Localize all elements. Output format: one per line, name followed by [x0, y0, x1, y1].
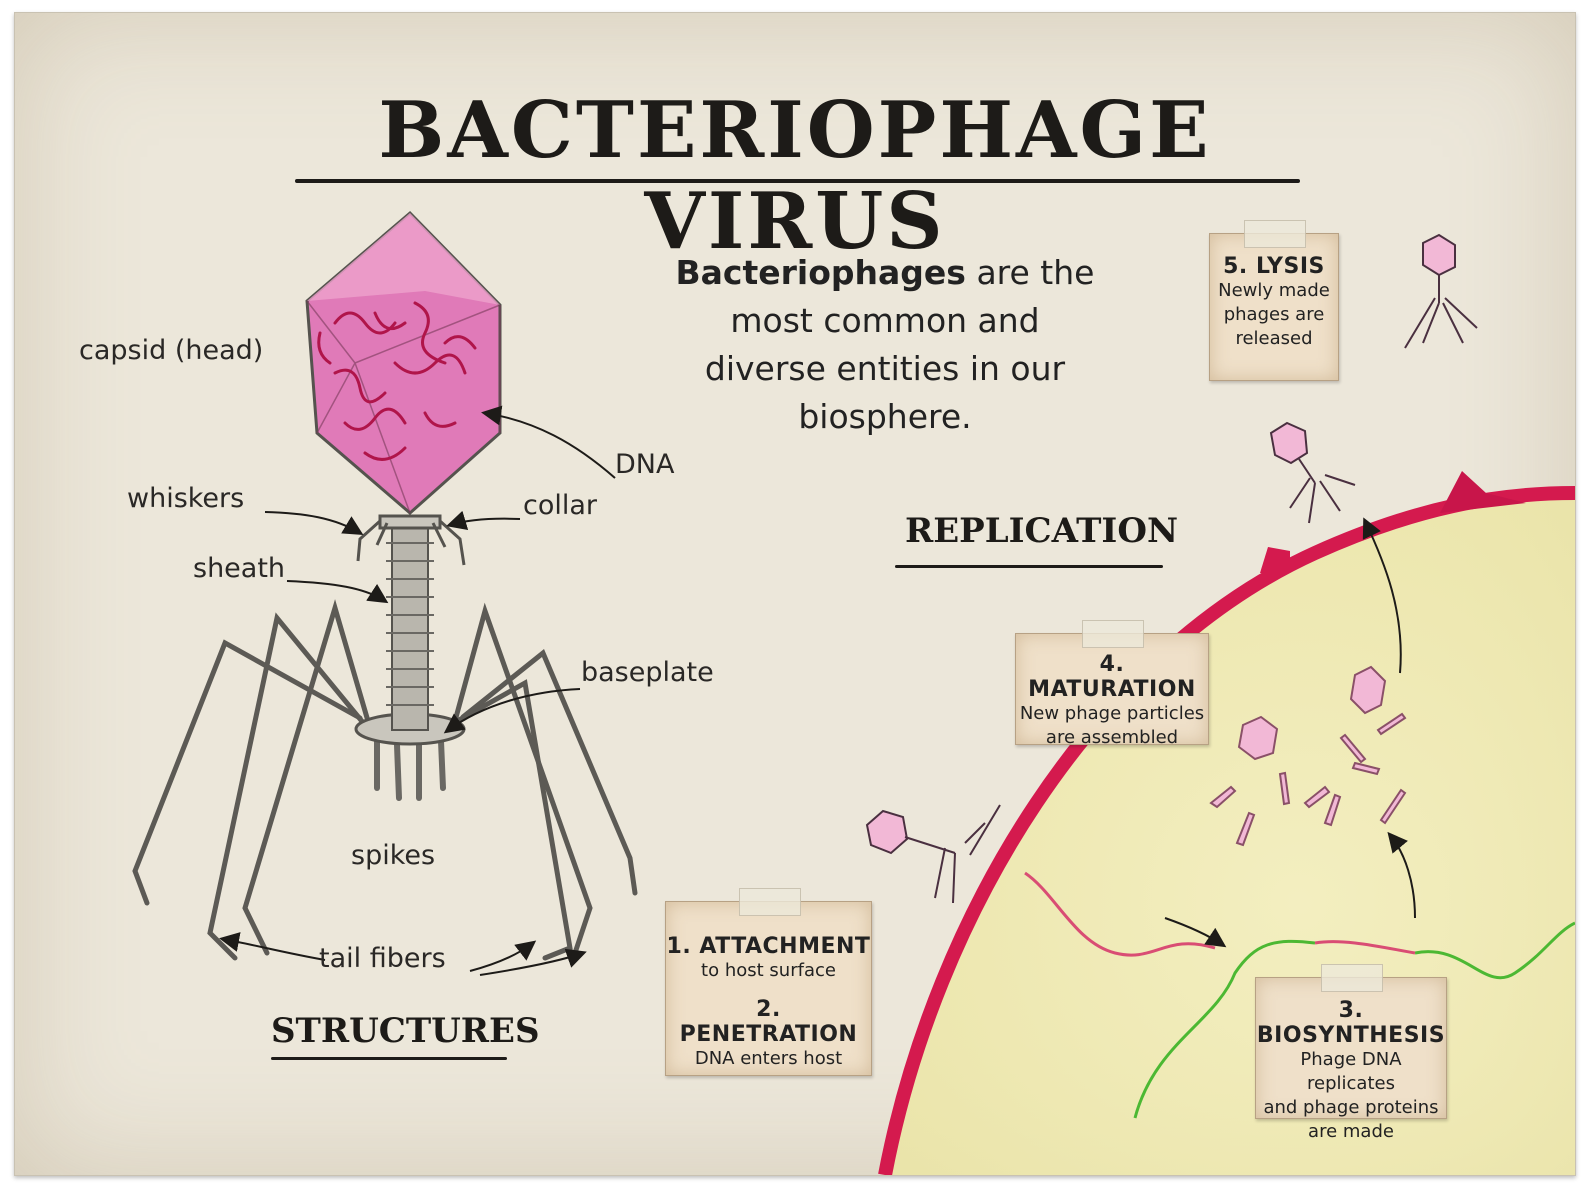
label-collar: collar: [523, 490, 598, 521]
label-spikes: spikes: [351, 840, 436, 871]
step-lysis-line2: phages are: [1223, 304, 1325, 325]
label-capsid: capsid (head): [79, 335, 264, 366]
replication-heading: REPLICATION: [905, 511, 1179, 551]
arrow-to-biosynthesis: [1164, 917, 1227, 948]
arrow-to-lysis: [1362, 517, 1402, 674]
step-lysis-line1: Newly made: [1218, 280, 1330, 301]
capsid-dna-squiggles: [317, 301, 477, 461]
step-lysis-line3: released: [1235, 328, 1313, 349]
label-tail-fibers: tail fibers: [319, 943, 446, 974]
released-phage-1: [1269, 421, 1356, 524]
viral-dna-integrated: [1314, 940, 1416, 955]
note-attachment-penetration: 1. ATTACHMENT to host surface 2. PENETRA…: [665, 888, 872, 1076]
phage-structure-drawing: [132, 210, 638, 976]
step-biosynthesis-line1: Phage DNA replicates: [1300, 1049, 1402, 1094]
step-maturation-title: 4. MATURATION: [1028, 652, 1196, 702]
note-biosynthesis: 3. BIOSYNTHESIS Phage DNA replicates and…: [1255, 964, 1447, 1142]
step-biosynthesis-line2: and phage proteins: [1263, 1097, 1439, 1118]
tape: [1082, 620, 1144, 648]
step-lysis-title: 5. LYSIS: [1223, 254, 1325, 279]
title-underline: [295, 179, 1300, 183]
step-maturation-line2: are assembled: [1045, 727, 1179, 748]
structures-underline: [271, 1057, 507, 1060]
intro-bold: Bacteriophages: [675, 253, 966, 292]
released-phage-2: [1404, 233, 1478, 349]
label-whiskers: whiskers: [127, 483, 245, 514]
sheath-shape: [386, 524, 434, 731]
viral-dna-strand: [1024, 871, 1216, 957]
label-dna: DNA: [615, 449, 675, 480]
host-dna: [1133, 921, 1575, 1119]
page-title: BACTERIOPHAGE VIRUS: [378, 85, 1212, 267]
step-attachment-text: to host surface: [701, 960, 836, 981]
step-biosynthesis-title: 3. BIOSYNTHESIS: [1256, 998, 1446, 1048]
attaching-phage: [865, 804, 1001, 904]
capsid-shape: [305, 210, 502, 515]
label-sheath: sheath: [193, 553, 286, 584]
step-penetration-title: 2. PENETRATION: [679, 997, 858, 1047]
intro-rest: are the most common and diverse entities…: [704, 253, 1095, 436]
step-biosynthesis-line3: are made: [1308, 1121, 1394, 1142]
tape: [738, 888, 801, 916]
step-attachment-title: 1. ATTACHMENT: [666, 934, 871, 959]
note-maturation: 4. MATURATION New phage particles are as…: [1015, 620, 1209, 748]
note-lysis: 5. LYSIS Newly made phages are released: [1209, 220, 1339, 381]
label-baseplate: baseplate: [581, 657, 714, 688]
step-penetration-text: DNA enters host: [694, 1048, 843, 1069]
intro-text: Bacteriophages are the most common and d…: [675, 249, 1095, 441]
tape: [1244, 220, 1306, 248]
structures-heading: STRUCTURES: [271, 1011, 540, 1051]
tape: [1321, 964, 1383, 992]
phage-parts: [1209, 665, 1407, 847]
replication-underline: [895, 565, 1163, 568]
tail-fibers: [132, 599, 638, 961]
poster: BACTERIOPHAGE VIRUS Bacteriophages are t…: [14, 12, 1576, 1176]
arrow-to-maturation: [1387, 831, 1416, 919]
step-maturation-line1: New phage particles: [1019, 703, 1205, 724]
spikes: [374, 738, 446, 801]
